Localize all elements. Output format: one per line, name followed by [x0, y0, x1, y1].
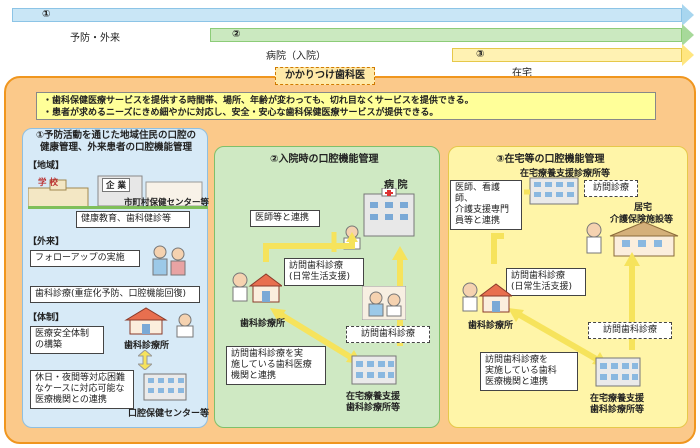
elderly-illustration-p2: [362, 286, 406, 320]
oral-center-label: 口腔保健センター等: [128, 409, 210, 419]
summary-bullet-2: ・患者が求めるニーズにきめ細やかに対応し、安全・安心な歯科保健医療サービスが提供…: [43, 108, 439, 118]
dental-exam-box: 歯科診療(重症化予防、口腔機能回復): [30, 286, 200, 303]
phase-2-label: 病院（入院）: [266, 51, 326, 62]
phase-1-label: 予防・外来: [70, 33, 120, 44]
phase-arrow-1: [12, 4, 694, 26]
phase-arrow-3: [452, 44, 694, 66]
collab-box-p3: 訪問歯科診療を 実施している歯科 医療機関と連携: [480, 352, 578, 391]
support-clinic-building-p2: [351, 355, 397, 385]
night-support-box: 休日・夜間等対応困難 なケースに対応可能な 医療機関との連携: [30, 370, 134, 409]
header-label: かかりつけ歯科医: [275, 67, 375, 85]
hospital-label: 病 院: [384, 180, 408, 191]
phase-arrow-2: [210, 24, 694, 46]
care-facility-label: 介護保険施設等: [610, 215, 674, 225]
summary-box: ・歯科保健医療サービスを提供する時間帯、場所、年齢が変わっても、切れ目なくサービ…: [36, 92, 656, 120]
panel-prevention-title: ①予防活動を通じた地域住民の口腔の 健康管理、外来患者の口腔機能管理: [35, 130, 197, 153]
panel-home-title: ③在宅等の口腔機能管理: [496, 154, 605, 165]
section-outpatient: 【外来】: [28, 237, 65, 247]
health-center-label: 市町村保健センター等: [124, 198, 210, 208]
clinic-label-panel3: 歯科診療所: [468, 321, 514, 331]
home-label: 居宅: [634, 203, 653, 213]
clinic-label-panel1: 歯科診療所: [124, 341, 170, 351]
support-clinic-label-p2: 在宅療養支援 歯科診療所等: [346, 392, 401, 413]
clinic-icon-panel3: [462, 282, 512, 313]
visit-dental-support-box-p2: 訪問歯科診療 (日常生活支援): [284, 258, 364, 286]
phase-3-label: 在宅: [512, 68, 532, 79]
visit-dental-tag-p2: 訪問歯科診療: [346, 326, 430, 343]
collab-box-p2: 訪問歯科診療を実 施している歯科医療 機関と連携: [226, 346, 326, 385]
staff-link-box: 医師、看護師、 介護支援専門 員等と連携: [450, 180, 522, 230]
support-clinic-label-p3: 在宅療養支援 歯科診療所等: [590, 394, 645, 415]
followup-box: フォローアップの実施: [30, 250, 140, 267]
hospital-building: [363, 188, 415, 237]
section-region: 【地域】: [28, 161, 65, 171]
summary-bullet-1: ・歯科保健医療サービスを提供する時間帯、場所、年齢が変わっても、切れ目なくサービ…: [43, 96, 474, 106]
health-education-box: 健康教育、歯科健診等: [76, 211, 190, 228]
clinic-icon-panel1: [124, 307, 168, 335]
school-label: 学 校: [38, 178, 58, 188]
doctor-link-box: 医師等と連携: [250, 210, 320, 227]
panel-inpatient-title: ②入院時の口腔機能管理: [270, 154, 379, 165]
visit-dental-tag-p3: 訪問歯科診療: [588, 322, 672, 339]
patient-illustration: [152, 245, 186, 276]
phase-2-number: ②: [232, 29, 241, 40]
section-system: 【体制】: [28, 313, 65, 323]
company-label: 企 業: [102, 178, 130, 192]
support-top-label: 在宅療養支援診療所等: [520, 169, 611, 179]
clinic-icon-panel2: [232, 272, 282, 303]
oral-center-building: [143, 373, 187, 401]
clinic-label-panel2: 歯科診療所: [240, 319, 286, 329]
home-illustration: [586, 221, 679, 257]
updown-arrow-panel1: [138, 350, 152, 370]
visit-medical-tag: 訪問診療: [584, 180, 638, 197]
phase-3-number: ③: [476, 49, 485, 60]
doctor-icon-panel1: [176, 313, 194, 338]
support-clinic-building-p3: [595, 357, 641, 387]
phase-1-number: ①: [42, 9, 51, 20]
safety-box: 医療安全体制 の構築: [30, 326, 104, 354]
support-top-building: [529, 177, 579, 205]
visit-dental-support-box-p3: 訪問歯科診療 (日常生活支援): [506, 268, 586, 296]
panel3-arrows: [491, 189, 640, 366]
